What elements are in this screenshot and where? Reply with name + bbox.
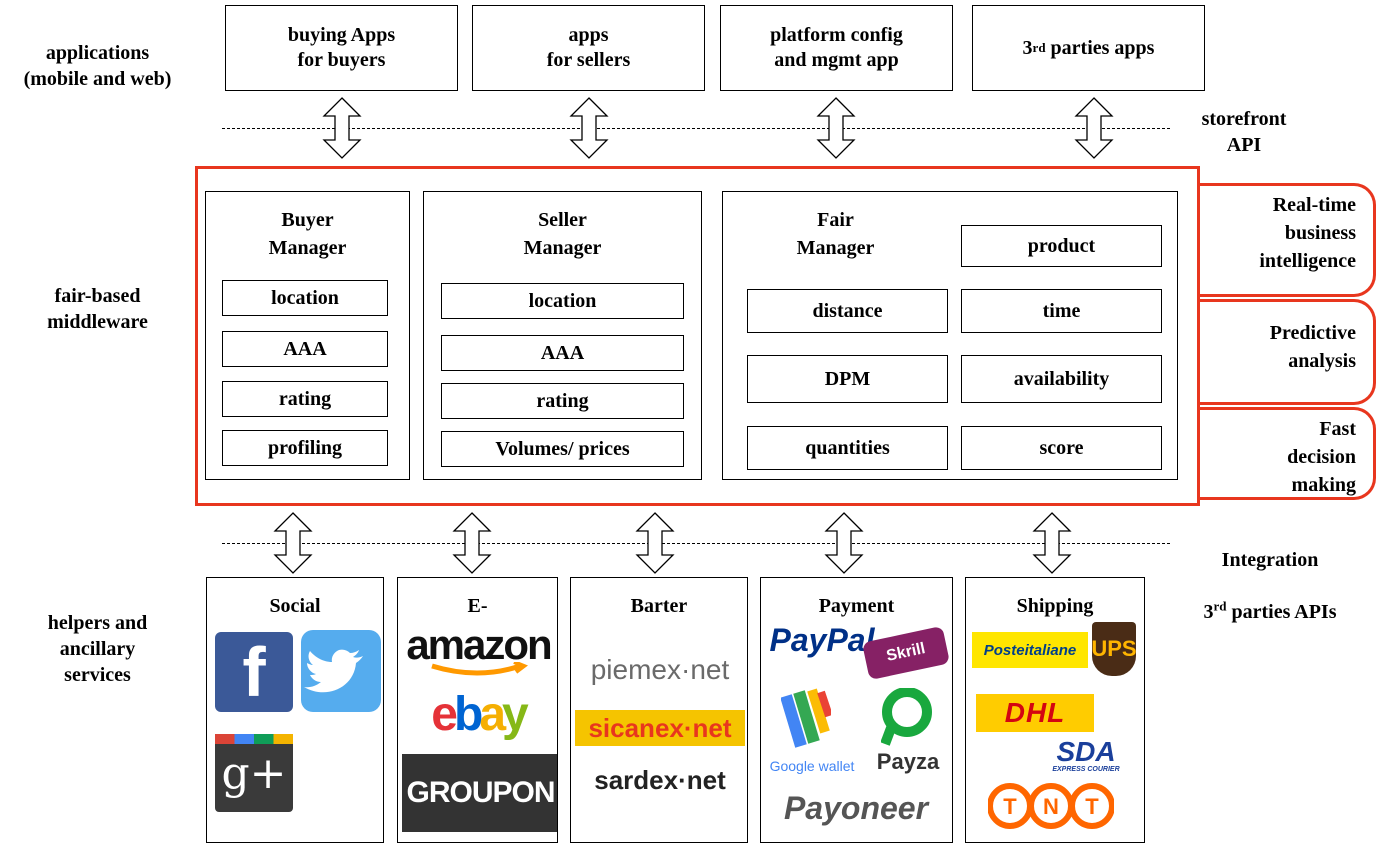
google-wallet-icon xyxy=(781,688,831,748)
payza-logo: Payza xyxy=(876,749,940,774)
tnt-logo: T N T xyxy=(988,783,1114,829)
integration-label-line2: 3rd parties APIs xyxy=(1170,599,1370,625)
buyer-item-aaa: AAA xyxy=(222,331,388,367)
amazon-smile-icon xyxy=(431,662,528,676)
dhl-logo: DHL xyxy=(976,694,1094,732)
fair-item-distance: distance xyxy=(747,289,948,333)
capability-tab-realtime xyxy=(1198,183,1376,297)
svg-text:T: T xyxy=(1003,794,1017,819)
facebook-icon: f xyxy=(215,632,293,712)
payoneer-logo: Payoneer xyxy=(783,789,929,826)
layer-label-applications: applications (mobile and web) xyxy=(23,42,172,90)
storefront-api-line xyxy=(222,128,1170,129)
arrow-storefront-2 xyxy=(570,97,608,159)
fair-item-availability: availability xyxy=(961,355,1162,403)
arrow-integration-2 xyxy=(453,512,491,574)
ups-logo: UPS xyxy=(1092,622,1136,676)
service-panel-payment: Payment PayPal Skrill Google wallet Payz… xyxy=(760,577,953,843)
fair-item-score: score xyxy=(961,426,1162,470)
googleplus-icon: g+ xyxy=(215,734,293,812)
fair-manager-title: Fair Manager xyxy=(796,209,875,259)
service-panel-shipping: Shipping Posteitaliane UPS DHL SDA EXPRE… xyxy=(965,577,1145,843)
third-parties-number: 3 xyxy=(1022,36,1033,59)
service-title-barter: Barter xyxy=(630,595,688,617)
integration-number: 3 xyxy=(1203,601,1214,623)
service-panel-social: Social f g+ xyxy=(206,577,384,843)
sardex-logo: sardex·net xyxy=(594,764,726,795)
service-title-shipping: Shipping xyxy=(1016,595,1094,617)
arrow-integration-1 xyxy=(274,512,312,574)
google-wallet-label: Google wallet xyxy=(769,758,855,774)
fair-item-dpm: DPM xyxy=(747,355,948,403)
service-title-social: Social xyxy=(269,595,321,617)
buyer-item-profiling: profiling xyxy=(222,430,388,466)
amazon-logo: amazon xyxy=(406,622,552,668)
svg-text:N: N xyxy=(1043,794,1059,819)
piemex-logo: piemex·net xyxy=(590,654,730,685)
capability-predictive-label: Predictive analysis xyxy=(1269,322,1356,372)
sda-logo: SDA xyxy=(1056,738,1116,766)
arrow-storefront-4 xyxy=(1075,97,1113,159)
posteitaliane-logo: Posteitaliane xyxy=(972,632,1088,668)
layer-label-helpers: helpers and ancillary services xyxy=(47,612,148,686)
seller-item-volumes-prices: Volumes/ prices xyxy=(441,431,684,467)
svg-text:T: T xyxy=(1085,794,1099,819)
storefront-api-label: storefront API xyxy=(1201,108,1287,156)
capability-tab-predictive xyxy=(1198,299,1376,405)
sda-subtitle: EXPRESS COURIER xyxy=(1052,766,1120,773)
capability-fast-label: Fast decision making xyxy=(1287,418,1356,496)
arrow-storefront-3 xyxy=(817,97,855,159)
service-title-payment: Payment xyxy=(818,595,895,617)
sicanex-logo: sicanex·net xyxy=(575,710,745,746)
capability-realtime-label: Real-time business intelligence xyxy=(1259,194,1356,272)
capability-tab-fast xyxy=(1198,407,1376,500)
fair-item-time: time xyxy=(961,289,1162,333)
integration-rest: parties APIs xyxy=(1226,601,1337,623)
seller-manager-title: Seller Manager xyxy=(523,209,602,259)
integration-api-line xyxy=(222,543,1170,544)
twitter-icon xyxy=(301,630,381,712)
arrow-integration-5 xyxy=(1033,512,1071,574)
fair-item-product: product xyxy=(961,225,1162,267)
third-parties-rest: parties apps xyxy=(1045,36,1155,59)
app-box-sellers: apps for sellers xyxy=(472,5,705,91)
googleplus-color-strip xyxy=(215,734,293,744)
arrow-integration-3 xyxy=(636,512,674,574)
fair-item-quantities: quantities xyxy=(747,426,948,470)
layer-label-middleware: fair-based middleware xyxy=(47,285,148,333)
seller-item-rating: rating xyxy=(441,383,684,419)
integration-label-line1: Integration xyxy=(1221,549,1319,571)
arrow-storefront-1 xyxy=(323,97,361,159)
groupon-logo: GROUPON xyxy=(402,754,557,832)
seller-item-aaa: AAA xyxy=(441,335,684,371)
buyer-item-location: location xyxy=(222,280,388,316)
middleware-container xyxy=(195,166,1200,506)
paypal-logo: PayPal xyxy=(769,621,875,658)
seller-item-location: location xyxy=(441,283,684,319)
service-panel-barter: Barter piemex·net sicanex·net sardex·net xyxy=(570,577,748,843)
integration-api-label: Integration 3rd parties APIs xyxy=(1170,521,1370,651)
payza-icon xyxy=(881,688,932,746)
service-title-ecommerce: E- commerce xyxy=(467,595,488,617)
buyer-manager-title: Buyer Manager xyxy=(268,209,347,259)
arrow-integration-4 xyxy=(825,512,863,574)
app-box-buyers: buying Apps for buyers xyxy=(225,5,458,91)
app-box-platform: platform config and mgmt app xyxy=(720,5,953,91)
integration-sup: rd xyxy=(1213,598,1227,614)
buyer-item-rating: rating xyxy=(222,381,388,417)
